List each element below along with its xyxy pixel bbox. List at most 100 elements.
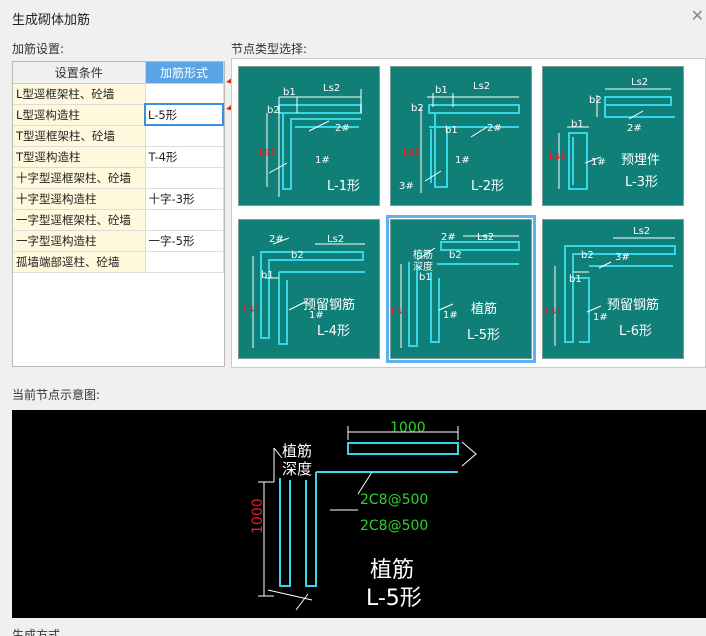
planting-label: 植筋 <box>413 250 433 261</box>
condition-cell: 十字型逕框架柱、砼墙 <box>13 167 146 189</box>
condition-cell: L型逕框架柱、砼墙 <box>13 83 146 105</box>
tile-label-l4-a: 预留钢筋 <box>303 298 356 313</box>
form-cell[interactable]: 一字-5形 <box>145 230 224 252</box>
dim-ls1: Ls1 <box>259 147 277 158</box>
bar-1: 1# <box>593 312 608 323</box>
dim-ls1: Ls1 <box>391 306 409 317</box>
node-tile-l6[interactable]: Ls2 3# b2 b1 1# Ls1 预留钢筋 L-6形 <box>542 219 684 359</box>
table-row[interactable]: T型逕框架柱、砼墙 <box>13 125 224 147</box>
node-tile-l2[interactable]: b1 Ls2 b2 b1 2# 1# 3# Ls1 L-2形 <box>390 66 532 206</box>
preview-title-1: 植筋 <box>370 558 415 583</box>
depth-label: 深度 <box>413 262 433 273</box>
table-row[interactable]: 一字型逕构造柱 一字-5形 <box>13 230 224 252</box>
title-bar: 生成砌体加筋 ✕ <box>0 0 706 34</box>
tile-label-l2: L-2形 <box>471 179 504 194</box>
node-preview: 1000 1000 植筋 深度 2C8@500 2C8@500 植筋 L-5形 <box>12 410 706 618</box>
preview-label: 当前节点示意图: <box>12 388 101 402</box>
rebar-settings-label: 加筋设置: <box>12 42 65 56</box>
bar-label-2: 2C8@500 <box>360 518 429 534</box>
annotation-planting: 植筋 <box>282 442 313 460</box>
form-cell[interactable] <box>145 167 224 189</box>
node-tile-l5[interactable]: 2# Ls2 植筋 深度 b2 b1 1# Ls1 植筋 L-5形 <box>386 215 536 363</box>
bar-2: 2# <box>627 123 642 134</box>
table-row[interactable]: 一字型逕框架柱、砼墙 <box>13 209 224 231</box>
dim-ls2: Ls2 <box>633 226 651 237</box>
dim-ls2: Ls2 <box>631 77 649 88</box>
condition-cell: 一字型逕框架柱、砼墙 <box>13 209 146 231</box>
form-cell[interactable] <box>145 125 224 147</box>
dim-b1: b1 <box>419 272 432 283</box>
condition-cell: T型逕框架柱、砼墙 <box>13 125 146 147</box>
dim-b1: b1 <box>571 119 584 130</box>
dim-b2: b2 <box>267 105 280 116</box>
table-row[interactable]: L型逕框架柱、砼墙 <box>13 83 224 105</box>
window-title: 生成砌体加筋 <box>12 13 91 28</box>
dim-b1: b1 <box>261 270 274 281</box>
dim-b1: b1 <box>435 85 448 96</box>
dim-ls2: Ls2 <box>477 232 495 243</box>
form-cell[interactable] <box>145 83 224 105</box>
table-row[interactable]: 十字型逕框架柱、砼墙 <box>13 167 224 189</box>
generation-mode-label: 生成方式 <box>12 628 61 636</box>
table-row[interactable]: 十字型逕构造柱 十字-3形 <box>13 188 224 210</box>
bar-1: 1# <box>591 157 606 168</box>
condition-cell: 孤墙端部逕柱、砼墙 <box>13 251 146 273</box>
preview-title-2: L-5形 <box>366 586 422 611</box>
table-row[interactable]: 孤墙端部逕柱、砼墙 <box>13 251 224 273</box>
condition-cell: 十字型逕构造柱 <box>13 188 146 210</box>
annotation-depth: 深度 <box>282 460 313 478</box>
bar-3: 3# <box>399 181 414 192</box>
tile-label-l6-b: L-6形 <box>619 324 652 339</box>
condition-cell: T型逕构造柱 <box>13 146 146 168</box>
bar-label-1: 2C8@500 <box>360 492 429 508</box>
condition-cell: L型逕构造柱 <box>13 104 146 126</box>
dim-ls2: Ls2 <box>323 83 341 94</box>
header-condition[interactable]: 设置条件 <box>13 62 146 84</box>
condition-cell: 一字型逕构造柱 <box>13 230 146 252</box>
settings-table: 设置条件 加筋形式 L型逕框架柱、砼墙 L型逕构造柱 L-5形 T型逕框架柱、砼… <box>12 61 225 367</box>
table-row[interactable]: L型逕构造柱 L-5形 <box>13 103 224 126</box>
form-cell[interactable] <box>145 251 224 273</box>
dim-ls1: Ls1 <box>403 147 421 158</box>
dim-b1: b1 <box>569 274 582 285</box>
node-tile-l3[interactable]: Ls2 b2 b1 2# 1# Ls1 预埋件 L-3形 <box>542 66 684 206</box>
dim-ls2: Ls2 <box>473 81 491 92</box>
form-cell[interactable]: 十字-3形 <box>145 188 224 210</box>
close-icon[interactable]: ✕ <box>690 6 704 25</box>
form-cell[interactable]: T-4形 <box>145 146 224 168</box>
tile-label-l6-a: 预留钢筋 <box>607 298 660 313</box>
bar-1: 1# <box>309 310 324 321</box>
bar-2: 2# <box>441 232 456 243</box>
tile-label-l3-b: L-3形 <box>625 175 658 190</box>
dim-b2: b2 <box>411 103 424 114</box>
bar-1: 1# <box>315 155 330 166</box>
bar-2: 2# <box>335 123 350 134</box>
dim-ls2: Ls2 <box>327 234 345 245</box>
dim-top: 1000 <box>390 420 426 436</box>
bar-2: 2# <box>487 123 502 134</box>
dim-ls1: Ls1 <box>545 306 563 317</box>
dim-b2: b2 <box>291 250 304 261</box>
dim-b1: b1 <box>283 87 296 98</box>
node-type-label: 节点类型选择: <box>231 42 308 56</box>
dim-ls1: Ls1 <box>549 151 567 162</box>
node-type-grid: b1 Ls2 b2 2# 1# Ls1 L-1形 b1 Ls2 b2 b1 2#… <box>231 58 706 368</box>
bar-3: 3# <box>615 252 630 263</box>
bar-1: 1# <box>443 310 458 321</box>
node-tile-l1[interactable]: b1 Ls2 b2 2# 1# Ls1 L-1形 <box>238 66 380 206</box>
header-form[interactable]: 加筋形式 <box>145 62 224 84</box>
tile-label-l5-b: L-5形 <box>467 328 500 343</box>
tile-label-l1: L-1形 <box>327 179 360 194</box>
bar-1: 1# <box>455 155 470 166</box>
tile-label-l3-a: 预埋件 <box>621 153 661 168</box>
node-tile-l4[interactable]: 2# Ls2 b2 b1 1# Ls1 预留钢筋 L-4形 <box>238 219 380 359</box>
table-row[interactable]: T型逕构造柱 T-4形 <box>13 146 224 168</box>
bar-2: 2# <box>269 234 284 245</box>
dim-left: 1000 <box>250 498 266 534</box>
tile-label-l4-b: L-4形 <box>317 324 350 339</box>
tile-label-l5-a: 植筋 <box>471 302 498 317</box>
dim-b2: b2 <box>589 95 602 106</box>
form-cell[interactable] <box>145 209 224 231</box>
dim-b2: b2 <box>449 250 462 261</box>
form-cell-selected[interactable]: L-5形 <box>144 103 224 126</box>
